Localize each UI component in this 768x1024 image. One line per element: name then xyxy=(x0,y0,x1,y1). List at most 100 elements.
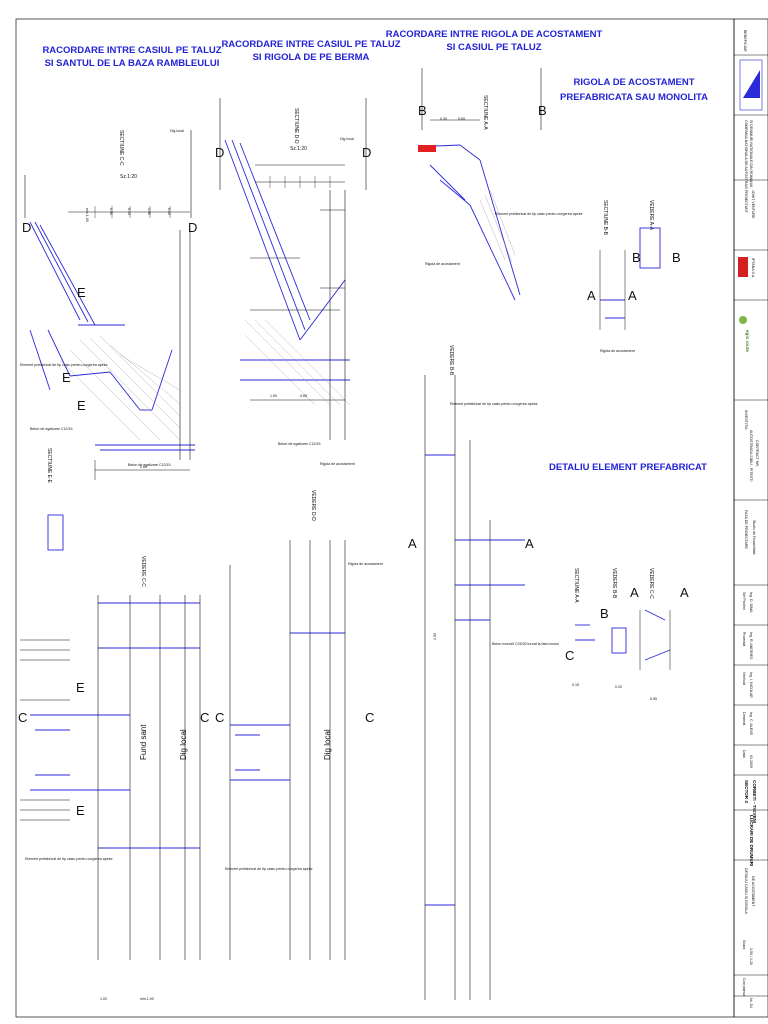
note-pref-1: Element prefabricat de tip casiu pentru … xyxy=(20,363,109,367)
view-bb-mark-a2: A xyxy=(525,536,534,551)
tb-plansa-2: DE ACOSTAMENT xyxy=(751,876,755,907)
section-dd-drawing: SECTIUNE D-D Sz.1:20 D D xyxy=(215,98,371,466)
dd-dim-1: 1.00 xyxy=(270,394,277,398)
slope-label-1: Sz.1:20 xyxy=(120,174,137,180)
cc-dim-1: min.1.00 xyxy=(85,208,89,222)
slope-label-2: Sz.1:20 xyxy=(290,146,307,152)
prefab-mark-a: A xyxy=(630,585,639,600)
cc-dim-5: 0.20 xyxy=(167,208,171,215)
section-mark-d-2r: D xyxy=(362,145,371,160)
note-pref-4: Element prefabricat de tip casiu pentru … xyxy=(225,867,314,871)
prefab-sec-aa: SECTIUNE A-A xyxy=(573,568,579,603)
title-1-line-1: RACORDARE INTRE CASIUL PE TALUZ xyxy=(42,45,221,56)
tb-desenat-label: Desenat xyxy=(742,712,746,725)
tb-data-label: Data xyxy=(742,750,746,758)
title-4-line-2: PREFABRICATA SAU MONOLITA xyxy=(560,92,708,103)
aa-dim-1: 0.30 xyxy=(440,117,447,121)
iptana-logo xyxy=(738,257,748,277)
red-marker xyxy=(418,145,436,152)
prefab-dim-2: 0.20 xyxy=(615,685,622,689)
title-5: DETALIU ELEMENT PREFABRICAT xyxy=(549,462,707,473)
note-pref-2: Element prefabricat de tip casiu pentru … xyxy=(495,212,584,216)
title-4-line-1: RIGOLA DE ACOSTAMENT xyxy=(573,77,694,88)
rigola-detail: SECTIUNE B-B VEDERE A-A B B A A Rigola d… xyxy=(587,200,681,353)
view-mark-c-2: C xyxy=(200,710,209,725)
section-cc-label: SECTIUNE C-C xyxy=(118,130,124,166)
title-group-1: RACORDARE INTRE CASIUL PE TALUZ SI SANTU… xyxy=(42,45,221,69)
dig-local-1: Dig local xyxy=(170,129,184,133)
view-dd-mark-c2: C xyxy=(365,710,374,725)
rigola-note: Rigola de acostament xyxy=(600,349,635,353)
section-mark-e-3: E xyxy=(62,370,71,385)
vbb-dim-1: 1.50 xyxy=(433,633,437,640)
view-bb-mark-a1: A xyxy=(408,536,417,551)
section-dd-label: SECTIUNE D-D xyxy=(293,108,299,144)
section-mark-e-2: E xyxy=(77,398,86,413)
rigola-mark-a: A xyxy=(587,288,596,303)
rigola-ved-aa: VEDERE A-A xyxy=(648,200,654,231)
section-aa-label: SECTIUNE A-A xyxy=(482,95,488,130)
tb-beneficiar-label: BENEFICIAR xyxy=(743,30,747,52)
tb-investitia-2: CONTRACT NR. xyxy=(755,440,759,467)
prefab-dim-3: 0.55 xyxy=(650,697,657,701)
tb-data: 01.2009 xyxy=(749,755,753,768)
rigola-mark-b: B xyxy=(632,250,641,265)
view-dd-drawing: VEDERE D-D C C Dig local Rigola de acost… xyxy=(215,490,383,960)
fund-sant-label: Fund sant xyxy=(139,724,148,760)
section-mark-d-right: D xyxy=(188,220,197,235)
cc-dim-2: 0.50 xyxy=(109,208,113,215)
tb-scara-label: Scara xyxy=(742,940,746,949)
cc-dim-4: 1.00 xyxy=(147,208,151,215)
tb-investitia-1: AUTOSTRADA SIBIU - PITESTI xyxy=(749,430,753,481)
rigola-sec-bb: SECTIUNE B-B xyxy=(602,200,608,236)
view-dd-label: VEDERE D-D xyxy=(310,490,316,521)
prefab-dim-1: 0.15 xyxy=(572,683,579,687)
cuneta-label-2: Dig local xyxy=(323,729,332,760)
section-aa-drawing: SECTIUNE A-A B B Element prefabricat de … xyxy=(418,68,584,301)
view-mark-c-1: C xyxy=(18,710,27,725)
tb-faza-label: FAZA DE PROIECTARE xyxy=(744,510,748,549)
tb-lucrari: LUCRARI DE DRUMURI xyxy=(749,815,754,866)
tb-desenat: Ing. C. ALEXE xyxy=(749,712,753,736)
cc-dim-3: 0.15 xyxy=(127,208,131,215)
title-group-4: RIGOLA DE ACOSTAMENT PREFABRICATA SAU MO… xyxy=(560,77,708,103)
note-pref-5: Element prefabricat de tip casiu pentru … xyxy=(450,402,539,406)
tb-firm-2: egis route xyxy=(745,330,750,352)
vcc-dim-2: min.1.00 xyxy=(140,997,154,1001)
aa-dim-2: 0.65 xyxy=(458,117,465,121)
title-group-2: RACORDARE INTRE CASIUL PE TALUZ SI RIGOL… xyxy=(221,39,400,63)
note-rigola-1: Rigola de acostament xyxy=(320,462,355,466)
note-pref-3: Element prefabricat de tip casiu pentru … xyxy=(25,857,114,861)
view-mark-e-1: E xyxy=(76,680,85,695)
tb-sef: Ing. D. DIMA xyxy=(749,592,753,613)
tb-cod-label: Cod plansa xyxy=(742,978,746,996)
tb-plansa-nr: Nr. D4 xyxy=(749,998,753,1008)
view-bb-label: VEDERE B-B xyxy=(448,345,454,376)
rigola-mark-a2: A xyxy=(628,288,637,303)
tb-sef-label: Sef Proiect xyxy=(742,592,746,610)
title-1-line-2: SI SANTUL DE LA BAZA RAMBLEULUI xyxy=(45,58,220,69)
note-rigola-3: Rigola de acostament xyxy=(348,562,383,566)
dd-dim-2: 0.65 xyxy=(300,394,307,398)
title-3-line-1: RACORDARE INTRE RIGOLA DE ACOSTAMENT xyxy=(386,29,603,40)
vcc-dim-1: 1.00 xyxy=(100,997,107,1001)
tb-plansa-1: DETALIU CASIU SI RIGOLA xyxy=(744,868,748,914)
tb-beneficiar-2: SI DRUMURI NATIONALE DIN ROMANIA xyxy=(749,120,753,188)
egis-logo xyxy=(739,316,747,324)
prefab-mark-b: B xyxy=(600,606,609,621)
tb-sector-2: CORBETI - TIGVENI xyxy=(752,780,757,823)
section-mark-b-1: B xyxy=(418,103,427,118)
title-2-line-2: SI RIGOLA DE PE BERMA xyxy=(253,52,370,63)
tb-sector-1: SECTOR 4 xyxy=(744,780,749,803)
tb-verificat: Ing. I. NICOLAE xyxy=(749,672,753,698)
tb-proiectant-label: PROIECTANT xyxy=(744,190,748,214)
prefab-ved-cc: VEDERE C-C xyxy=(648,568,654,599)
section-mark-e-1: E xyxy=(77,285,86,300)
rigola-mark-b2: B xyxy=(672,250,681,265)
note-rigola-2: Rigola de acostament xyxy=(425,262,460,266)
title-block-frame xyxy=(733,18,768,1018)
tb-proiectat-label: Proiectat xyxy=(742,632,746,646)
tb-faza: Studiu de Fezabilitate xyxy=(752,520,756,555)
